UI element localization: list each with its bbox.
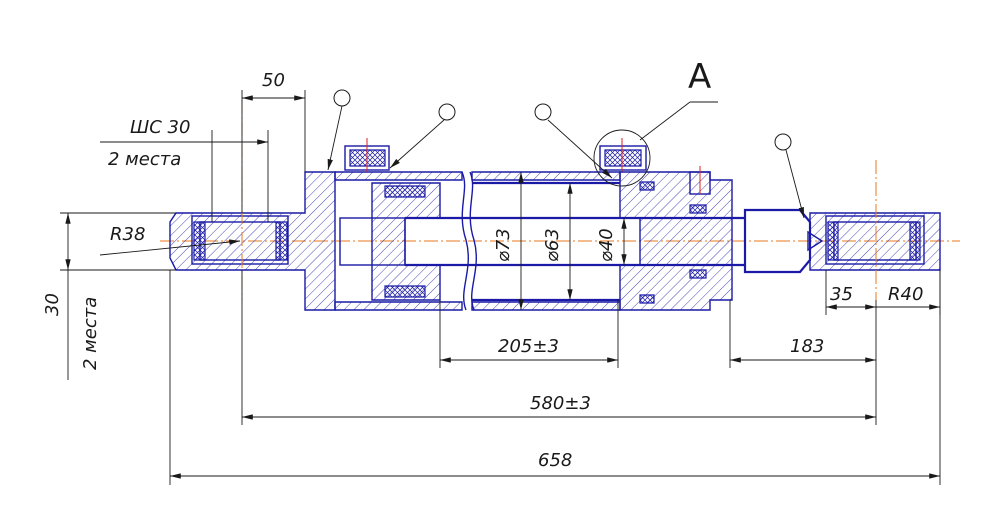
dim-radius-left: R38 <box>110 224 145 245</box>
dim-dia-outer: ⌀73 <box>493 228 514 262</box>
dim-35: 35 <box>830 284 853 305</box>
dim-thread-count: 2 места <box>108 149 181 170</box>
dim-50-lines <box>241 90 306 213</box>
break-line-left <box>461 171 470 311</box>
balloon-4 <box>774 133 792 151</box>
detail-leader <box>639 101 691 141</box>
dim-left-height <box>60 212 176 380</box>
balloon-3 <box>534 103 552 121</box>
dim-stroke-lines <box>439 300 619 368</box>
diameter-dimensions <box>518 172 627 310</box>
dim-left-count: 2 места <box>80 297 101 370</box>
dim-pin-to-pin: 580±3 <box>530 393 591 414</box>
dim-radius-right: R40 <box>888 284 923 305</box>
rod-gland <box>619 166 733 311</box>
dim-stroke: 205±3 <box>498 336 559 357</box>
dim-dia-rod: ⌀40 <box>596 228 617 262</box>
right-eye-mount <box>809 160 941 300</box>
dim-50: 50 <box>262 70 285 91</box>
callout-balloons <box>327 89 805 219</box>
balloon-2 <box>438 103 456 121</box>
dim-rod-ext-lines <box>729 300 877 425</box>
r38-leader <box>99 239 241 256</box>
dim-right-small <box>825 270 941 315</box>
piston <box>339 182 441 301</box>
dim-overall: 658 <box>538 450 572 471</box>
dim-left-width: 30 <box>42 293 63 316</box>
left-eye-mount <box>169 100 336 311</box>
dim-pin-to-pin-lines <box>241 270 876 425</box>
view-label-a: A <box>688 57 711 97</box>
dim-thread-size: ШС 30 <box>130 117 190 138</box>
detail-circle <box>593 129 651 187</box>
break-line-right <box>469 171 478 311</box>
dim-thread-lines <box>100 130 269 222</box>
cylinder-tube-right <box>471 138 647 311</box>
dim-rod-ext: 183 <box>790 336 824 357</box>
cylinder-tube-left <box>334 138 463 311</box>
dim-dia-bore: ⌀63 <box>542 228 563 262</box>
balloon-1 <box>333 89 351 107</box>
